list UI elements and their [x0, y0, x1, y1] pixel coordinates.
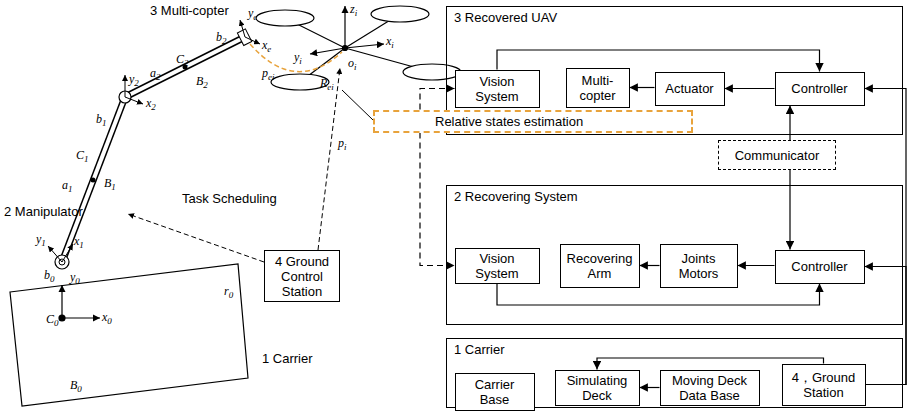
block: Communicator [718, 140, 836, 170]
connector [738, 265, 775, 266]
symbol-label: C2 [176, 52, 189, 70]
block-label: Actuator [665, 81, 713, 96]
block: Vision System [455, 248, 540, 284]
relative-vectors [128, 44, 373, 262]
connector [865, 89, 907, 385]
symbol-label: b2 [216, 30, 227, 48]
symbol-label: a2 [150, 66, 161, 84]
symbol-label: b1 [96, 112, 107, 130]
symbol-label: b0 [44, 268, 55, 286]
connector [420, 89, 455, 110]
symbol-label: oi [348, 56, 357, 74]
symbol-label: yi [294, 50, 302, 68]
block-label: Joints Motors [665, 251, 733, 281]
part-label: 3 Multi-copter [150, 4, 229, 18]
part-label: 2 Manipulator [4, 205, 83, 219]
symbol-label: B1 [104, 176, 116, 194]
block: Carrier Base [455, 373, 535, 411]
block-label: Simulating Deck [560, 373, 635, 403]
symbol-label: C1 [76, 148, 89, 166]
block-label: Moving Deck Data Base [665, 373, 755, 403]
symbol-label: ye [248, 6, 257, 24]
block-label: 4，Ground Station [787, 370, 861, 400]
carrier [10, 264, 248, 406]
manipulator [48, 20, 260, 269]
symbol-label: B0 [70, 378, 82, 396]
symbol-label: C0 [46, 312, 59, 330]
block: Controller [775, 72, 865, 106]
symbol-label: x0 [102, 310, 112, 328]
block: Recovering Arm [560, 244, 640, 288]
connector [420, 133, 455, 266]
block-label: Relative states estimation [435, 114, 583, 129]
symbol-label: y1 [36, 232, 46, 250]
block: Multi-copter [566, 68, 630, 108]
symbol-label: B2 [196, 74, 208, 92]
multicopter [256, 6, 461, 90]
symbol-label: x2 [146, 96, 156, 114]
block-label: Carrier Base [460, 377, 530, 407]
block-label: Vision System [460, 251, 535, 281]
symbol-label: x1 [74, 234, 84, 252]
block: Simulating Deck [555, 370, 640, 406]
block: Moving Deck Data Base [660, 370, 760, 406]
block-label: Multi-copter [571, 73, 625, 103]
connector [725, 88, 775, 89]
symbol-label: y0 [70, 270, 80, 288]
connector [630, 87, 655, 88]
block: 4，Ground Station [782, 364, 866, 406]
block-label: Communicator [735, 148, 820, 163]
block: Actuator [655, 72, 725, 106]
connector [640, 387, 660, 388]
connector [865, 267, 907, 385]
block-label: 4 Ground Control Station [269, 254, 335, 299]
connector [640, 265, 660, 266]
estimation-band: Relative states estimation [373, 110, 693, 133]
symbol-label: Rei [320, 76, 334, 94]
symbol-label: y2 [129, 72, 139, 90]
block-label: Controller [791, 259, 847, 274]
part-label: Task Scheduling [182, 192, 277, 206]
block: Controller [775, 250, 865, 284]
symbol-label: pei [262, 66, 275, 84]
connector [789, 170, 790, 250]
panel-heading: 1 Carrier [454, 342, 505, 357]
connector [497, 284, 820, 306]
block-label: Vision System [460, 74, 535, 104]
panel-heading: 3 Recovered UAV [454, 10, 557, 25]
symbol-label: xe [262, 38, 271, 56]
symbol-label: zi [350, 2, 357, 20]
connector [497, 50, 820, 72]
symbol-label: xi [386, 34, 394, 52]
block: Vision System [455, 70, 540, 108]
system-panel: 2 Recovering SystemVision System Recoveri… [446, 185, 903, 325]
block: 4 Ground Control Station [264, 250, 340, 302]
panel-heading: 2 Recovering System [454, 189, 578, 204]
block-label: Controller [791, 81, 847, 96]
block: Joints Motors [660, 244, 738, 288]
part-label: 1 Carrier [262, 352, 313, 366]
system-panel: 1 CarrierCarrier Base Simulating Deck Movi… [446, 338, 903, 408]
symbol-label: r0 [224, 284, 233, 302]
symbol-label: pi [338, 136, 347, 154]
block-label: Recovering Arm [565, 251, 635, 281]
symbol-label: a1 [62, 178, 73, 196]
